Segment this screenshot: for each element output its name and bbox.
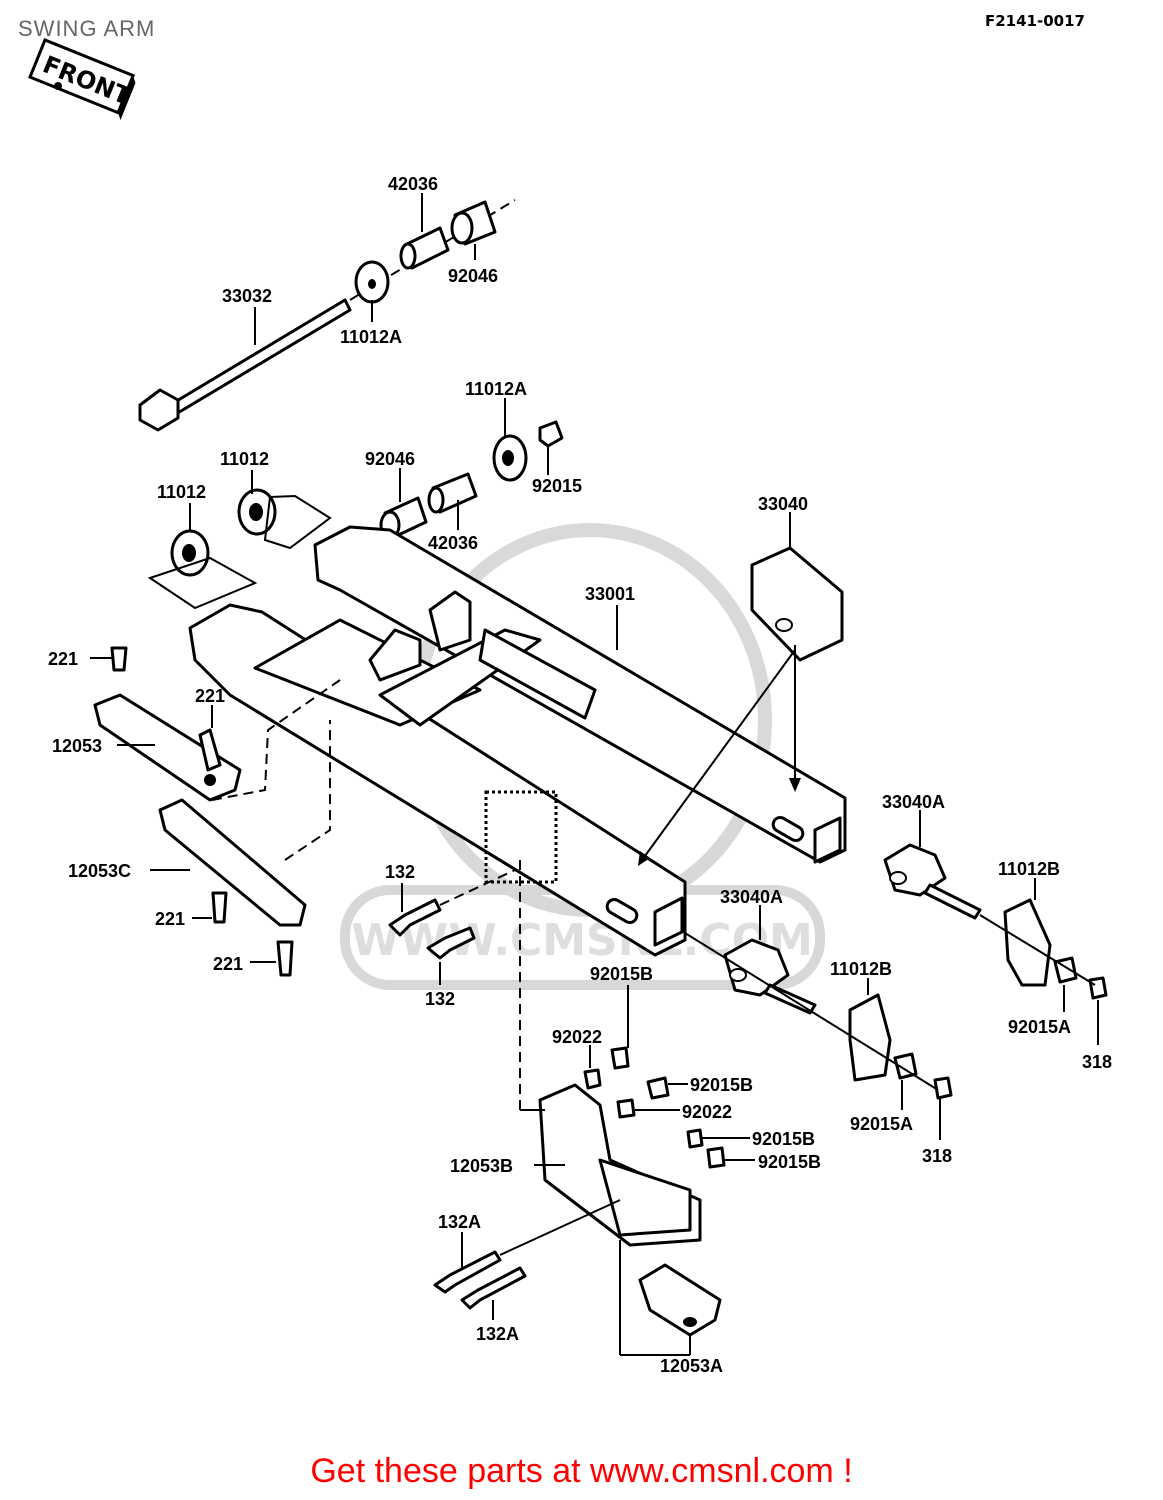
label-12053A: 12053A <box>660 1356 723 1376</box>
bolts-132A <box>433 1199 621 1310</box>
label-92022-a: 92022 <box>552 1027 602 1047</box>
label-11012B-right: 11012B <box>998 859 1060 879</box>
front-direction-tag: FRONT <box>28 38 136 121</box>
label-42036-top: 42036 <box>388 174 438 194</box>
chain-slider-12053A <box>619 1240 722 1356</box>
label-318-right: 318 <box>1082 1052 1112 1072</box>
label-132A-a: 132A <box>438 1212 481 1232</box>
page-title: SWING ARM <box>18 16 156 41</box>
adjuster-left <box>684 932 953 1100</box>
label-12053B: 12053B <box>450 1156 513 1176</box>
label-11012A-mid: 11012A <box>465 379 527 399</box>
label-92022-b: 92022 <box>682 1102 732 1122</box>
label-132-b: 132 <box>425 989 455 1009</box>
leader-lines <box>90 193 1099 1320</box>
label-318-left: 318 <box>922 1146 952 1166</box>
label-12053C: 12053C <box>68 861 131 881</box>
chain-guide-12053B <box>519 860 726 1247</box>
figure-code: F2141-0017 <box>985 12 1085 30</box>
label-92015B-a: 92015B <box>590 964 653 984</box>
adjuster-right <box>883 843 1108 1000</box>
label-92015A-left: 92015A <box>850 1114 913 1134</box>
label-11012A-top: 11012A <box>340 327 402 347</box>
label-11012-b: 11012 <box>157 482 206 502</box>
bolts-132 <box>388 869 516 960</box>
label-221-a: 221 <box>48 649 78 669</box>
label-132-a: 132 <box>385 862 415 882</box>
promo-link[interactable]: Get these parts at www.cmsnl.com ! <box>310 1452 853 1490</box>
label-33040A-left: 33040A <box>720 887 783 907</box>
label-92015B-c: 92015B <box>752 1129 815 1149</box>
label-11012-a: 11012 <box>220 449 269 469</box>
chain-slider-12053C <box>158 798 307 977</box>
label-42036-mid: 42036 <box>428 533 478 553</box>
label-33001: 33001 <box>585 584 635 604</box>
chain-slider-12053 <box>93 646 242 802</box>
label-92015B-d: 92015B <box>758 1152 821 1172</box>
label-92046-top: 92046 <box>448 266 498 286</box>
label-221-b: 221 <box>195 686 225 706</box>
label-33040: 33040 <box>758 494 808 514</box>
axle-block-33040 <box>750 546 844 662</box>
label-12053: 12053 <box>52 736 102 756</box>
label-33040A-right: 33040A <box>882 792 945 812</box>
label-11012B-left: 11012B <box>830 959 892 979</box>
label-92015B-b: 92015B <box>690 1075 753 1095</box>
label-92015A-right: 92015A <box>1008 1017 1071 1037</box>
swing-arm-body <box>188 525 847 957</box>
label-132A-b: 132A <box>476 1324 519 1344</box>
collar-top <box>354 200 497 304</box>
label-33032: 33032 <box>222 286 272 306</box>
label-221-c: 221 <box>155 909 185 929</box>
pivot-parts-mid <box>147 420 564 610</box>
label-92046-mid: 92046 <box>365 449 415 469</box>
label-92015: 92015 <box>532 476 582 496</box>
label-221-d: 221 <box>213 954 243 974</box>
